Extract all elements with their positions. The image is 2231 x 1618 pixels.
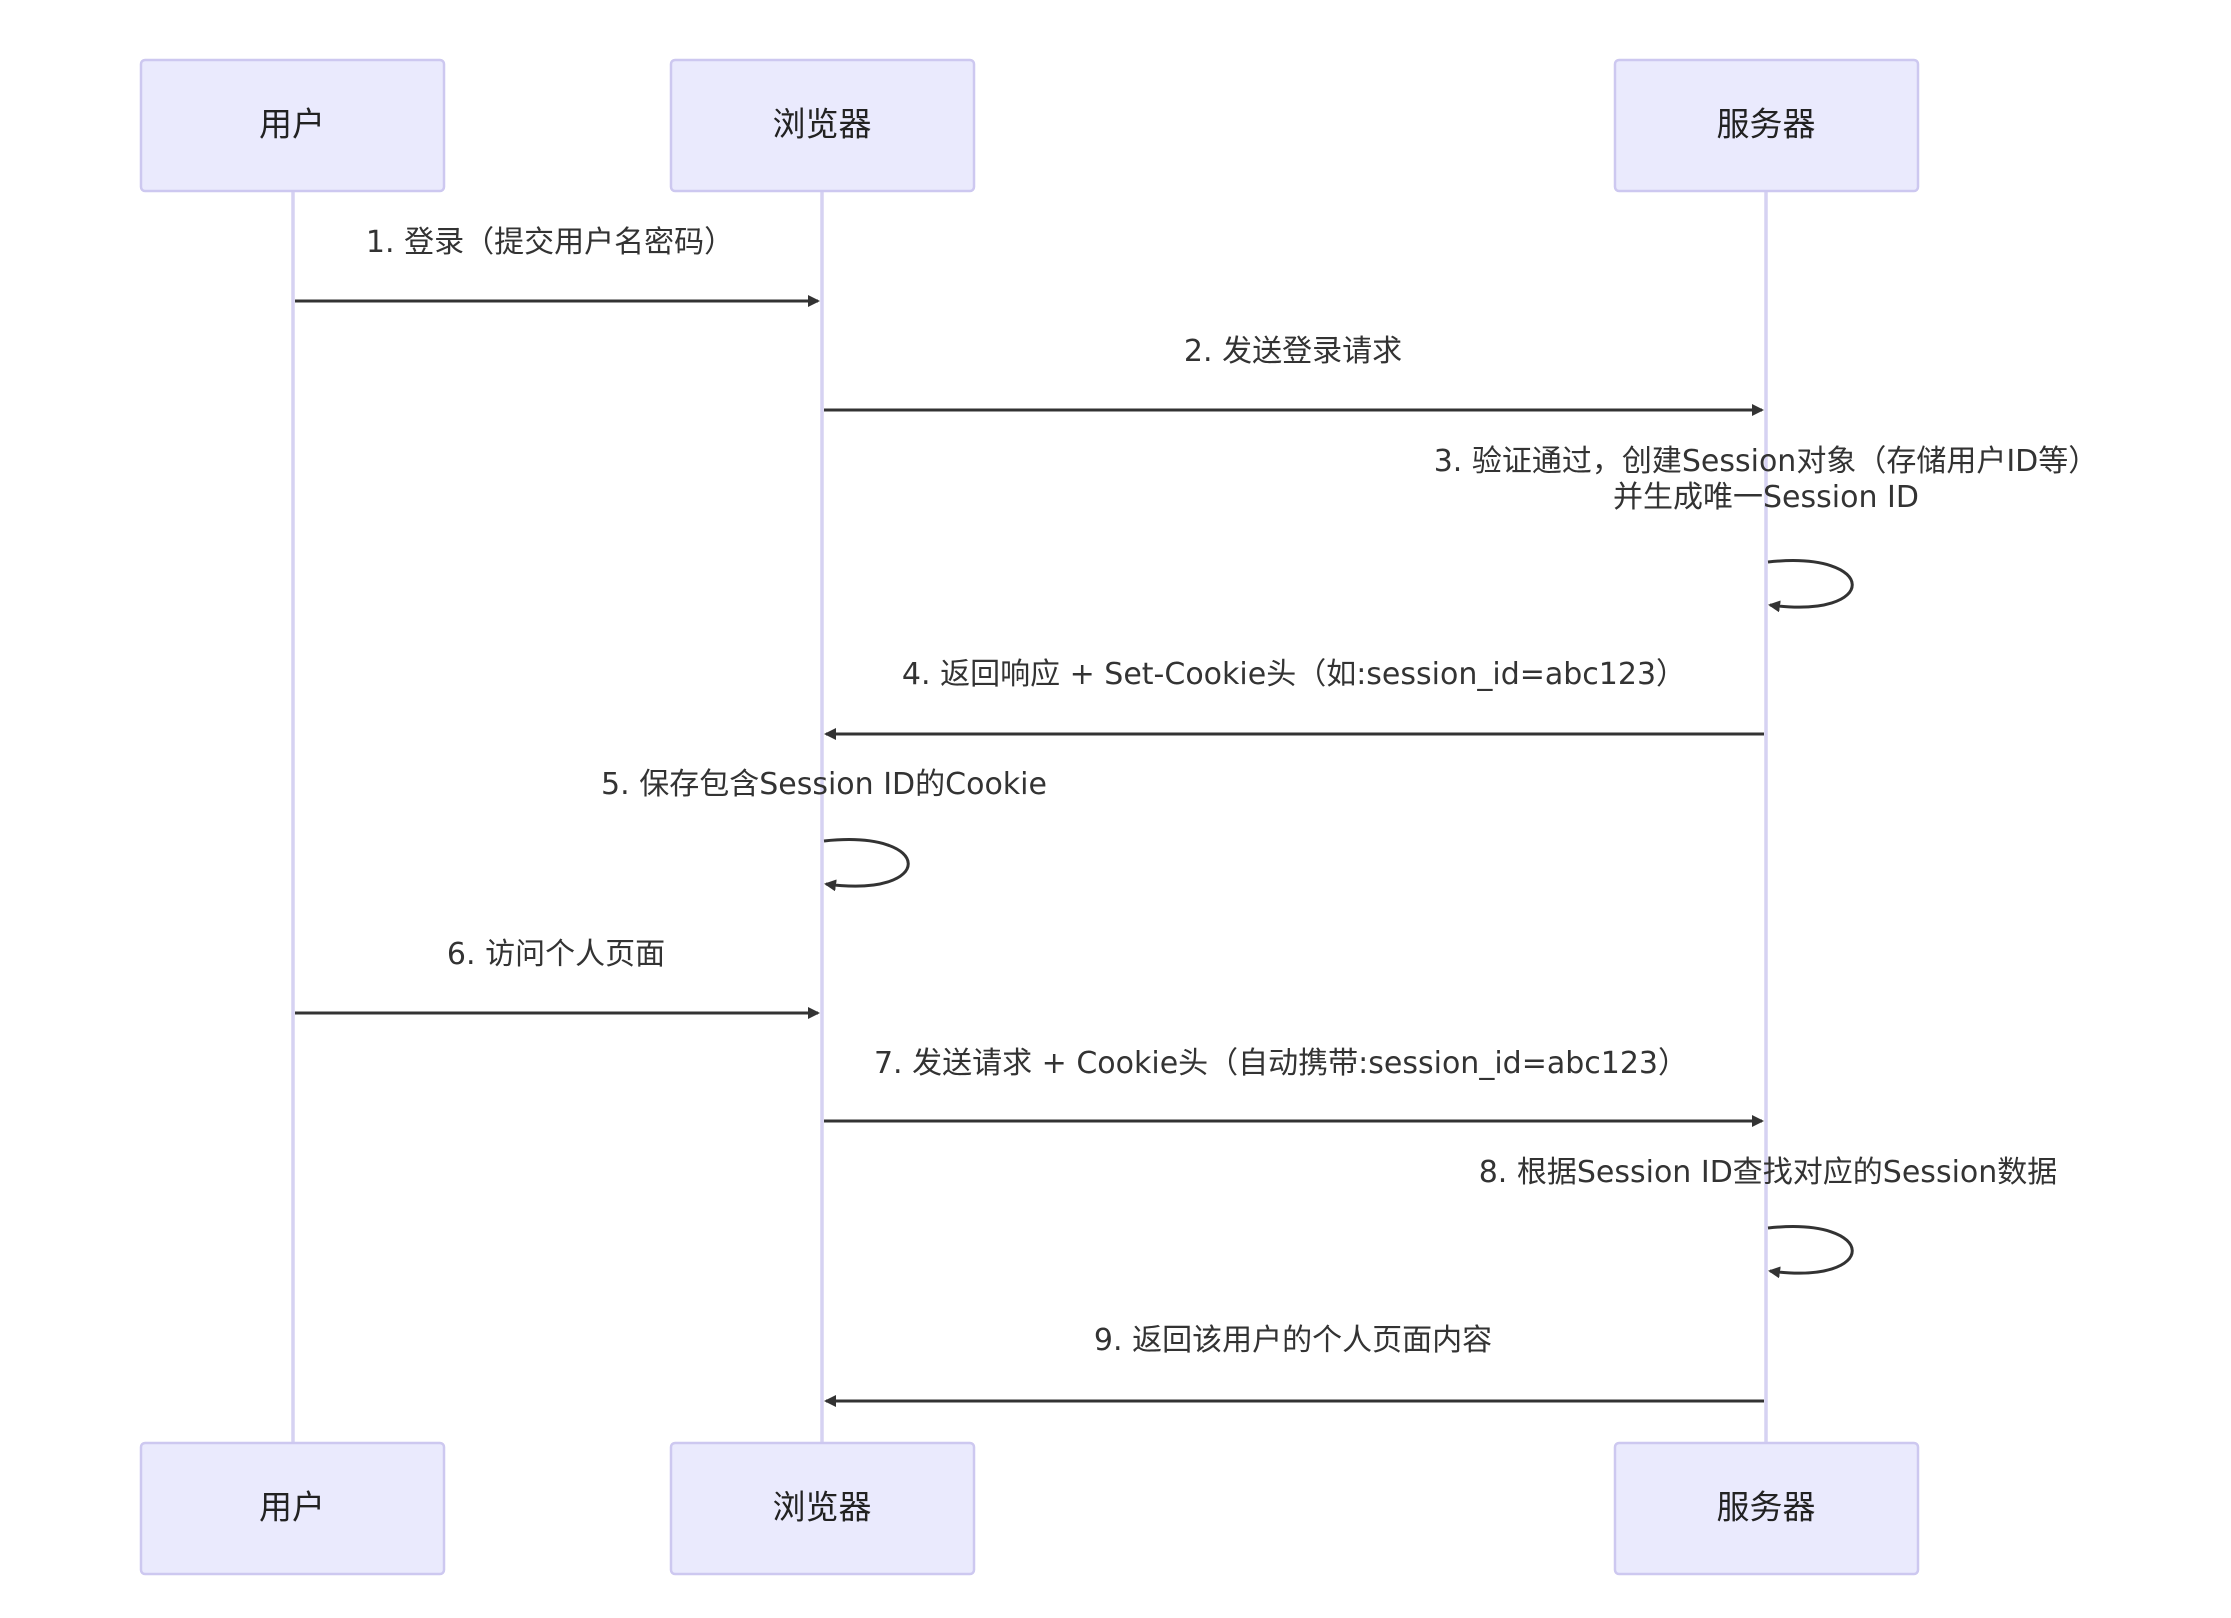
message-4-label: 4. 返回响应 + Set-Cookie头（如:session_id=abc12… [902, 657, 1686, 692]
message-9: 9. 返回该用户的个人页面内容 [824, 1323, 1764, 1407]
actor-top-server-label: 服务器 [1717, 105, 1816, 144]
message-2-label: 2. 发送登录请求 [1184, 334, 1402, 369]
actor-bottom-browser: 浏览器 [669, 1441, 976, 1576]
message-5: 5. 保存包含Session ID的Cookie [601, 767, 1047, 892]
message-7-label: 7. 发送请求 + Cookie头（自动携带:session_id=abc123… [874, 1046, 1688, 1081]
message-3-label-line2: 并生成唯一Session ID [1613, 480, 1919, 515]
message-3-label-line1: 3. 验证通过，创建Session对象（存储用户ID等） [1434, 444, 2099, 479]
actor-bottom-user-label: 用户 [259, 1488, 325, 1527]
actor-top-server: 服务器 [1613, 58, 1920, 193]
message-8: 8. 根据Session ID查找对应的Session数据 [1479, 1155, 2058, 1279]
message-3: 3. 验证通过，创建Session对象（存储用户ID等） 并生成唯一Sessio… [1434, 444, 2099, 613]
message-2: 2. 发送登录请求 [824, 334, 1764, 416]
message-9-label: 9. 返回该用户的个人页面内容 [1094, 1323, 1492, 1358]
actor-top-browser-label: 浏览器 [773, 105, 872, 144]
message-7: 7. 发送请求 + Cookie头（自动携带:session_id=abc123… [824, 1046, 1764, 1127]
actor-top-user-label: 用户 [259, 105, 325, 144]
actor-bottom-browser-label: 浏览器 [773, 1488, 872, 1527]
message-6: 6. 访问个人页面 [295, 937, 820, 1019]
message-1: 1. 登录（提交用户名密码） [295, 225, 820, 307]
actor-top-user: 用户 [139, 58, 446, 193]
message-4: 4. 返回响应 + Set-Cookie头（如:session_id=abc12… [824, 657, 1764, 740]
message-8-label: 8. 根据Session ID查找对应的Session数据 [1479, 1155, 2058, 1190]
message-8-loop-arrow [1767, 1225, 1854, 1279]
message-6-label: 6. 访问个人页面 [447, 937, 665, 972]
message-3-loop-arrow [1767, 559, 1854, 613]
message-5-label: 5. 保存包含Session ID的Cookie [601, 767, 1047, 802]
actor-bottom-server: 服务器 [1613, 1441, 1920, 1576]
actor-bottom-server-label: 服务器 [1717, 1488, 1816, 1527]
actor-top-browser: 浏览器 [669, 58, 976, 193]
message-5-loop-arrow [823, 838, 910, 892]
actor-bottom-user: 用户 [139, 1441, 446, 1576]
message-1-label: 1. 登录（提交用户名密码） [366, 225, 734, 260]
